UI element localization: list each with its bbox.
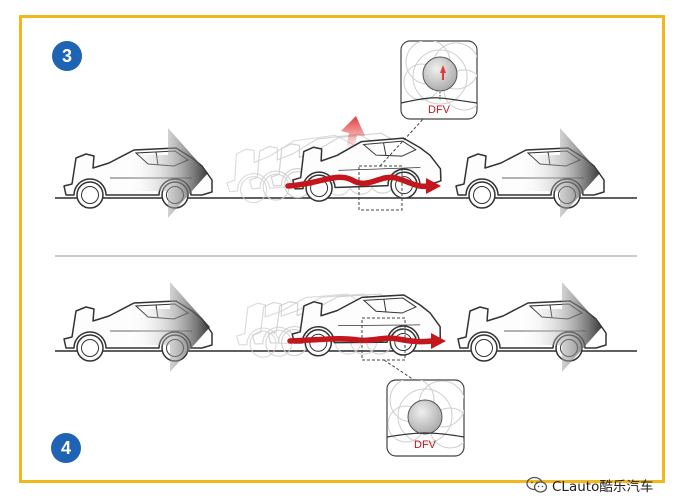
- car-stable-bottom: [291, 293, 442, 357]
- zoom-callout-3: DFV: [400, 40, 478, 120]
- wechat-icon: [526, 476, 548, 493]
- diagram-frame: [19, 15, 665, 483]
- step-3-badge: 3: [52, 41, 82, 71]
- watermark-text: CLauto酷乐汽车: [552, 479, 654, 495]
- airflow-arrow-bottom: [287, 333, 446, 349]
- zoom-connector-bottom: [383, 359, 415, 381]
- motion-arrow-left-bottom: [130, 282, 210, 372]
- svg-text:DFV: DFV: [414, 439, 437, 451]
- motion-arrow-right-top: [520, 128, 600, 218]
- svg-text:3: 3: [62, 46, 72, 66]
- svg-text:4: 4: [61, 438, 71, 458]
- focus-box-bottom: [361, 317, 406, 361]
- zoom-callout-4: DFV: [386, 379, 465, 457]
- step-4-badge: 4: [51, 433, 81, 463]
- zoom-connector-top: [379, 116, 426, 167]
- lift-arrow: [341, 116, 365, 150]
- motion-arrow-left-top: [128, 128, 208, 218]
- svg-text:DFV: DFV: [428, 104, 451, 116]
- car-lifting-top: [290, 136, 443, 203]
- airflow-arrow-top: [285, 174, 441, 194]
- watermark: CLauto酷乐汽车: [526, 474, 653, 496]
- motion-arrow-right-bottom: [522, 282, 602, 372]
